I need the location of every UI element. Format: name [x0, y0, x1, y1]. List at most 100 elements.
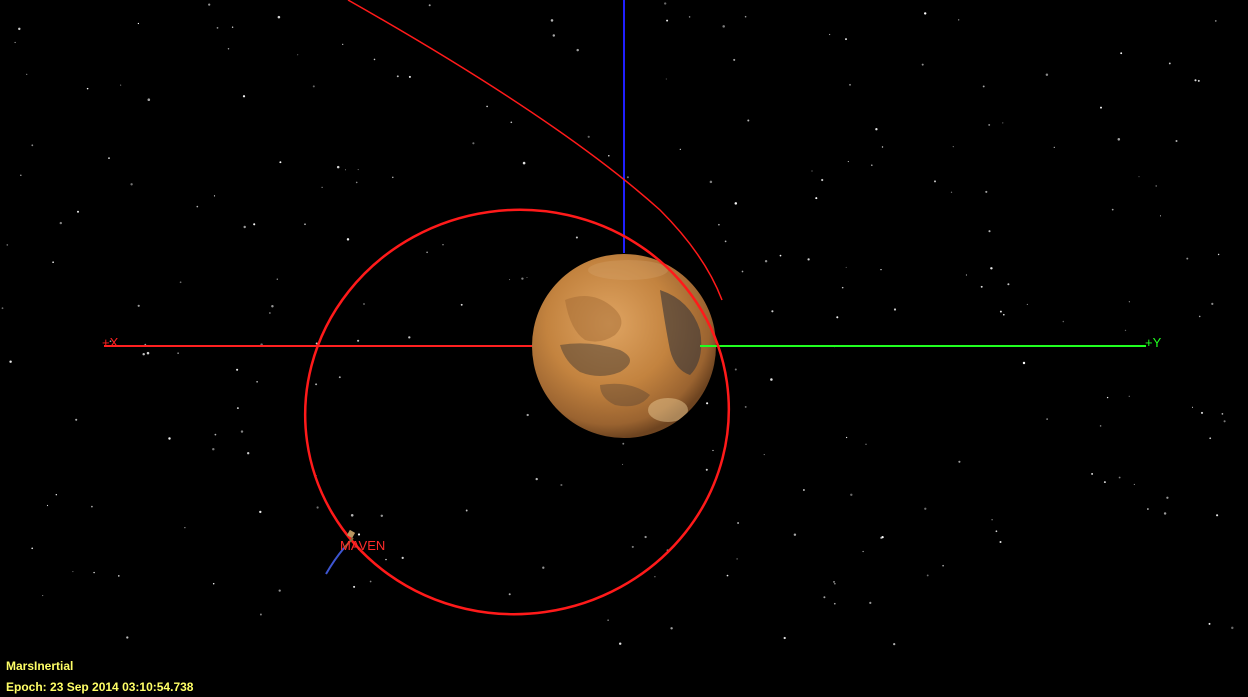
star	[783, 636, 786, 640]
star	[46, 504, 49, 507]
star	[575, 236, 578, 239]
star	[770, 378, 773, 381]
approach-trajectory[interactable]	[347, 0, 723, 301]
star	[26, 73, 28, 76]
star	[52, 261, 54, 264]
star	[764, 259, 768, 263]
star	[552, 34, 556, 37]
star	[428, 4, 431, 7]
star	[933, 180, 937, 183]
star	[845, 266, 847, 268]
star	[231, 26, 234, 28]
star	[118, 575, 120, 577]
x-axis-label: +X	[102, 335, 119, 350]
star	[168, 437, 171, 440]
star	[31, 144, 34, 147]
star	[965, 274, 967, 276]
star	[705, 468, 708, 471]
star	[1217, 253, 1220, 256]
star	[315, 383, 318, 386]
capture-orbit-path[interactable]	[279, 182, 755, 641]
star	[988, 123, 991, 126]
star	[460, 303, 463, 306]
starfield	[1, 2, 1234, 646]
star	[815, 197, 818, 200]
star	[373, 58, 376, 61]
star	[626, 176, 629, 179]
star	[214, 433, 217, 436]
star	[706, 402, 709, 405]
star	[72, 571, 74, 573]
star	[1186, 257, 1189, 260]
star	[1026, 303, 1028, 305]
star	[91, 505, 93, 508]
star	[1007, 283, 1010, 286]
star	[259, 510, 262, 514]
star	[510, 121, 513, 124]
star	[850, 493, 853, 497]
star	[924, 507, 927, 510]
star	[522, 161, 526, 165]
star	[950, 191, 953, 193]
star	[865, 443, 867, 446]
star	[408, 75, 411, 78]
y-axis-label: +Y	[1145, 335, 1162, 350]
star	[828, 33, 831, 36]
star	[338, 376, 341, 379]
star	[1099, 425, 1102, 427]
star	[542, 566, 545, 569]
star	[208, 3, 211, 6]
star	[401, 556, 404, 560]
star	[870, 164, 873, 167]
star	[316, 506, 319, 509]
star	[1022, 361, 1026, 365]
star	[442, 244, 444, 246]
star	[923, 12, 927, 15]
star	[862, 550, 864, 553]
star	[995, 530, 998, 533]
star	[712, 449, 714, 452]
star	[1053, 146, 1055, 149]
star	[1198, 315, 1201, 318]
star	[396, 75, 399, 78]
star	[952, 145, 954, 148]
spacecraft-icon[interactable]	[325, 529, 356, 575]
star	[1191, 406, 1194, 408]
star	[1159, 215, 1162, 217]
star	[847, 161, 849, 163]
star	[256, 381, 258, 383]
star	[350, 514, 354, 517]
star	[297, 54, 299, 56]
star	[1175, 139, 1178, 143]
star	[733, 58, 736, 61]
epoch-value: 23 Sep 2014 03:10:54.738	[50, 680, 194, 694]
star	[1231, 626, 1234, 630]
star	[988, 230, 991, 233]
planet-icon[interactable]	[532, 254, 716, 438]
star	[958, 460, 961, 463]
star	[880, 268, 882, 271]
star	[1124, 329, 1127, 332]
star	[576, 48, 579, 52]
star	[509, 279, 511, 281]
star	[849, 83, 851, 86]
star	[355, 181, 358, 184]
star	[618, 642, 622, 645]
star	[20, 174, 22, 177]
star	[137, 304, 140, 307]
star	[243, 225, 246, 229]
star	[926, 574, 929, 577]
star	[465, 509, 468, 512]
star	[654, 576, 656, 578]
star	[357, 533, 361, 536]
star	[1155, 185, 1157, 187]
star	[77, 210, 79, 213]
star	[363, 303, 365, 305]
star	[426, 251, 428, 254]
star	[1120, 52, 1123, 55]
star	[718, 223, 720, 226]
star	[991, 519, 993, 521]
star	[741, 270, 744, 273]
